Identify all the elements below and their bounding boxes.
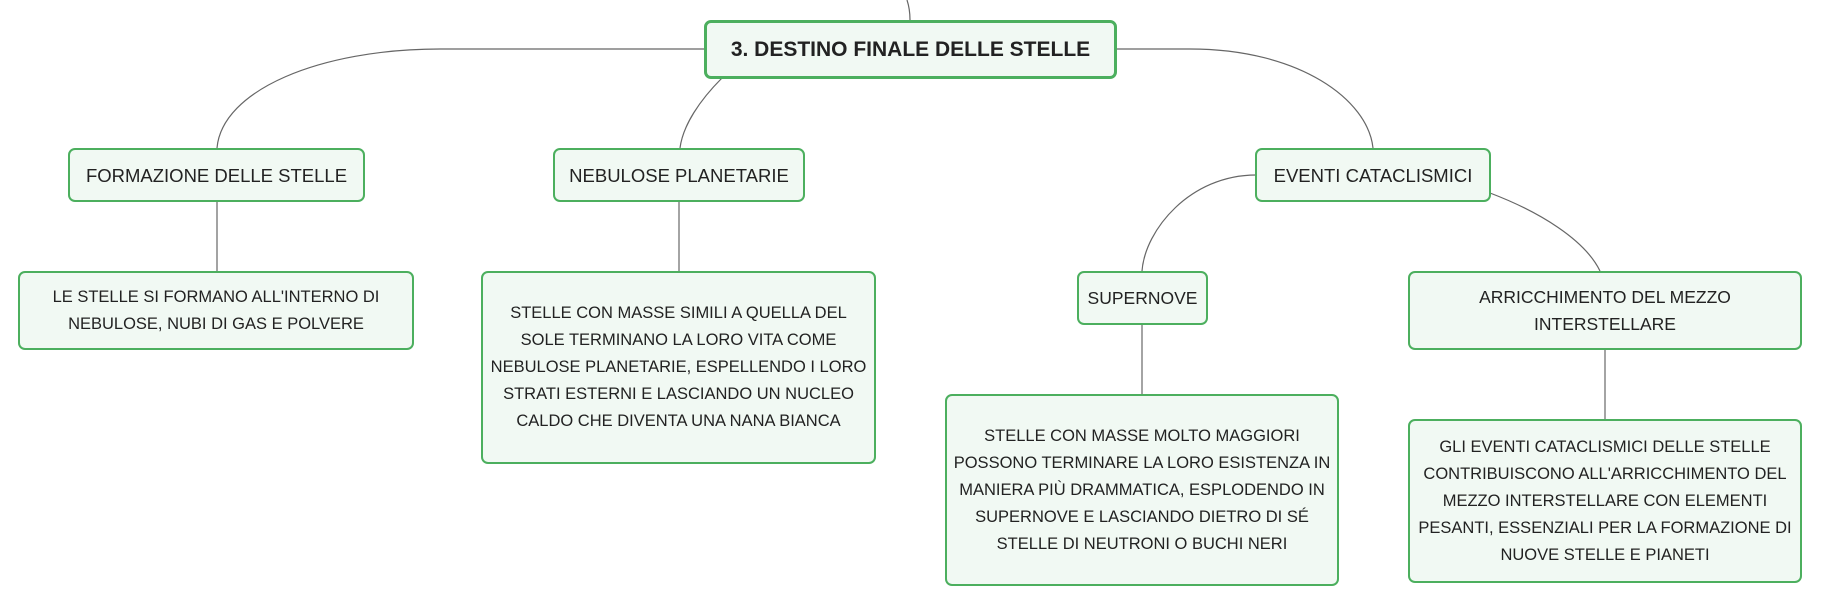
node-arricchimento-detail[interactable]: GLI EVENTI CATACLISMICI DELLE STELLE CON… bbox=[1408, 419, 1802, 583]
connector-topic-to-formazione bbox=[216, 48, 704, 149]
connector-eventi-to-arricchimento bbox=[1489, 192, 1601, 272]
node-supernove[interactable]: SUPERNOVE bbox=[1077, 271, 1208, 325]
node-supernove-detail-text: STELLE CON MASSE MOLTO MAGGIORI POSSONO … bbox=[953, 426, 1331, 553]
node-formazione-detail-text: LE STELLE SI FORMANO ALL'INTERNO DI NEBU… bbox=[52, 287, 380, 333]
connector-eventi-to-supernove bbox=[1141, 174, 1257, 272]
connector-parent-to-topic bbox=[906, 0, 911, 21]
connector-topic-to-eventi bbox=[1116, 48, 1374, 149]
node-nebulose-detail-text: STELLE CON MASSE SIMILI A QUELLA DEL SOL… bbox=[490, 304, 867, 430]
node-arricchimento-mezzo-interstellare[interactable]: ARRICCHIMENTO DEL MEZZO INTERSTELLARE bbox=[1408, 271, 1802, 350]
connector-topic-to-nebulose bbox=[679, 77, 723, 149]
node-eventi-cataclismici[interactable]: EVENTI CATACLISMICI bbox=[1255, 148, 1491, 202]
node-supernove-detail[interactable]: STELLE CON MASSE MOLTO MAGGIORI POSSONO … bbox=[945, 394, 1339, 586]
node-formazione-detail[interactable]: LE STELLE SI FORMANO ALL'INTERNO DI NEBU… bbox=[18, 271, 414, 350]
central-topic[interactable]: 3. DESTINO FINALE DELLE STELLE bbox=[704, 20, 1117, 79]
node-nebulose-planetarie[interactable]: NEBULOSE PLANETARIE bbox=[553, 148, 805, 202]
node-eventi-label: EVENTI CATACLISMICI bbox=[1273, 164, 1473, 186]
node-arricchimento-label: ARRICCHIMENTO DEL MEZZO INTERSTELLARE bbox=[1479, 286, 1731, 334]
central-topic-label: 3. DESTINO FINALE DELLE STELLE bbox=[730, 38, 1091, 61]
node-nebulose-detail[interactable]: STELLE CON MASSE SIMILI A QUELLA DEL SOL… bbox=[481, 271, 876, 464]
node-formazione-delle-stelle[interactable]: FORMAZIONE DELLE STELLE bbox=[68, 148, 365, 202]
node-arricchimento-detail-text: GLI EVENTI CATACLISMICI DELLE STELLE CON… bbox=[1418, 437, 1792, 564]
node-formazione-label: FORMAZIONE DELLE STELLE bbox=[85, 164, 348, 186]
node-nebulose-label: NEBULOSE PLANETARIE bbox=[569, 164, 789, 186]
node-supernove-label: SUPERNOVE bbox=[1087, 287, 1198, 308]
